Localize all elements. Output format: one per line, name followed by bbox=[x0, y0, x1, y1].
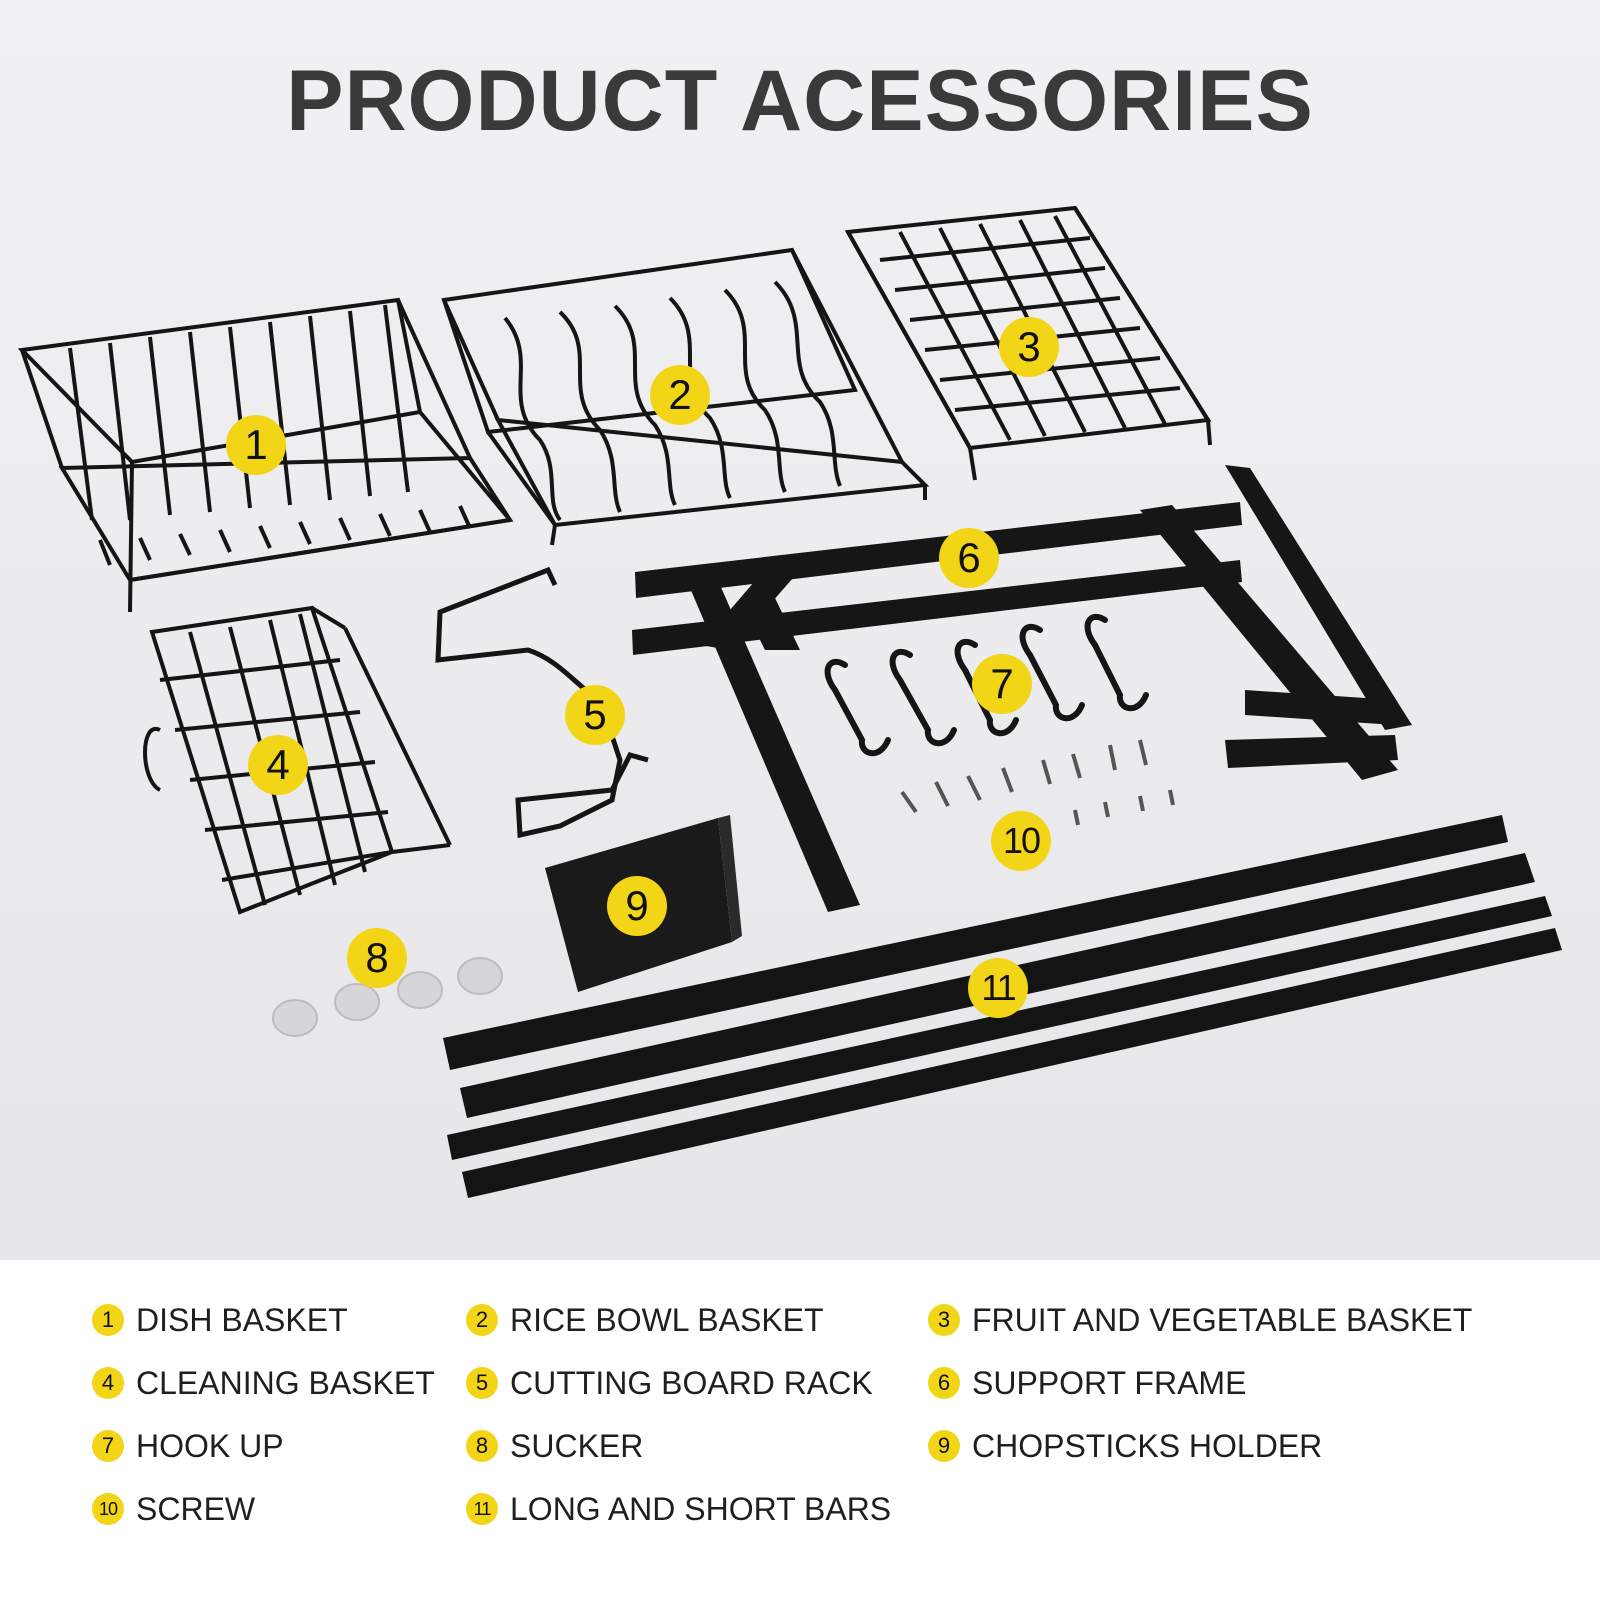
legend-label: CLEANING BASKET bbox=[136, 1364, 435, 1401]
legend-number-badge: 8 bbox=[466, 1430, 498, 1462]
legend-label: SUPPORT FRAME bbox=[972, 1364, 1247, 1401]
parts-legend: 1 DISH BASKET 2 RICE BOWL BASKET 3 FRUIT… bbox=[0, 1260, 1600, 1600]
callout-3: 3 bbox=[999, 317, 1059, 377]
legend-label: SUCKER bbox=[510, 1427, 644, 1464]
legend-label: RICE BOWL BASKET bbox=[510, 1301, 824, 1338]
legend-item: 10 SCREW bbox=[92, 1491, 255, 1527]
legend-item: 9 CHOPSTICKS HOLDER bbox=[928, 1428, 1322, 1464]
legend-number-badge: 9 bbox=[928, 1430, 960, 1462]
legend-label: HOOK UP bbox=[136, 1427, 284, 1464]
legend-item: 2 RICE BOWL BASKET bbox=[466, 1302, 824, 1338]
legend-number-badge: 2 bbox=[466, 1304, 498, 1336]
support-frame-drawing bbox=[632, 465, 1412, 912]
legend-label: LONG AND SHORT BARS bbox=[510, 1490, 892, 1527]
legend-number-badge: 5 bbox=[466, 1367, 498, 1399]
legend-number-badge: 3 bbox=[928, 1304, 960, 1336]
legend-number-badge: 1 bbox=[92, 1304, 124, 1336]
legend-label: CHOPSTICKS HOLDER bbox=[972, 1427, 1323, 1464]
screws-drawing bbox=[900, 739, 1175, 826]
callout-8: 8 bbox=[347, 928, 407, 988]
callout-7: 7 bbox=[972, 654, 1032, 714]
legend-number-badge: 4 bbox=[92, 1367, 124, 1399]
legend-item: 3 FRUIT AND VEGETABLE BASKET bbox=[928, 1302, 1472, 1338]
callout-5: 5 bbox=[565, 685, 625, 745]
legend-item: 1 DISH BASKET bbox=[92, 1302, 348, 1338]
legend-number-badge: 10 bbox=[92, 1493, 124, 1525]
legend-item: 7 HOOK UP bbox=[92, 1428, 284, 1464]
page-title: PRODUCT ACESSORIES bbox=[286, 53, 1314, 149]
legend-label: DISH BASKET bbox=[136, 1301, 348, 1338]
callout-9: 9 bbox=[607, 876, 667, 936]
legend-number-badge: 11 bbox=[466, 1493, 498, 1525]
suckers-drawing bbox=[272, 957, 503, 1037]
rice-bowl-basket-drawing bbox=[441, 247, 930, 546]
legend-number-badge: 7 bbox=[92, 1430, 124, 1462]
legend-label: FRUIT AND VEGETABLE BASKET bbox=[972, 1301, 1473, 1338]
legend-number-badge: 6 bbox=[928, 1367, 960, 1399]
callout-2: 2 bbox=[650, 365, 710, 425]
callout-10: 10 bbox=[991, 811, 1051, 871]
callout-6: 6 bbox=[939, 528, 999, 588]
legend-item: 8 SUCKER bbox=[466, 1428, 643, 1464]
callout-1: 1 bbox=[226, 415, 286, 475]
dish-basket-drawing bbox=[17, 297, 514, 613]
legend-item: 6 SUPPORT FRAME bbox=[928, 1365, 1246, 1401]
legend-item: 5 CUTTING BOARD RACK bbox=[466, 1365, 873, 1401]
legend-item: 4 CLEANING BASKET bbox=[92, 1365, 435, 1401]
callout-4: 4 bbox=[248, 735, 308, 795]
legend-item: 11 LONG AND SHORT BARS bbox=[466, 1491, 891, 1527]
accessories-illustration bbox=[17, 205, 1562, 1198]
legend-label: CUTTING BOARD RACK bbox=[510, 1364, 873, 1401]
legend-label: SCREW bbox=[136, 1490, 256, 1527]
callout-11: 11 bbox=[968, 958, 1028, 1018]
